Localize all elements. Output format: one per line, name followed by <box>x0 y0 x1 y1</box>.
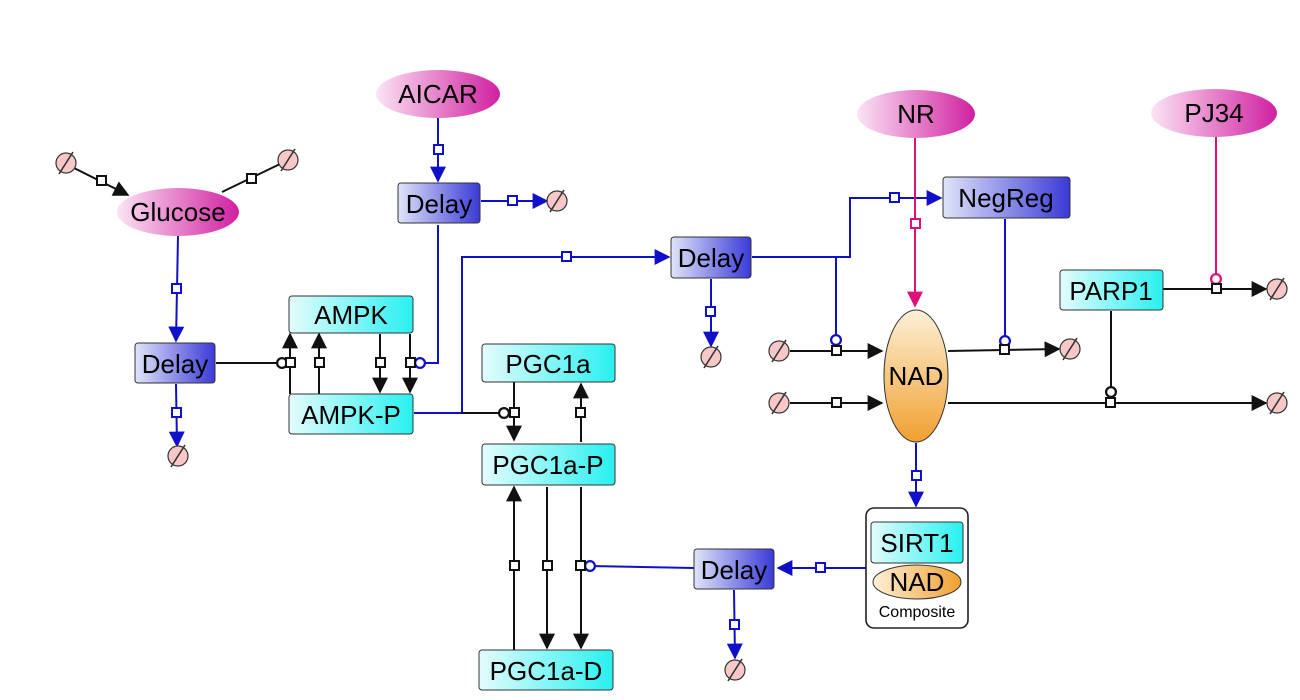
reaction-square <box>433 144 444 155</box>
reaction-square <box>575 407 586 418</box>
reaction-square <box>815 562 826 573</box>
reaction-square <box>831 397 842 408</box>
composite-nad-ellipse <box>872 564 962 600</box>
node-pgc1a-p[interactable]: PGC1a-P <box>481 443 616 486</box>
node-pgc1a[interactable]: PGC1a <box>481 343 616 383</box>
reaction-square <box>405 357 416 368</box>
node-pgc1a-d-label: PGC1a-D <box>490 656 603 686</box>
edges <box>69 118 1268 660</box>
reaction-square <box>509 407 520 418</box>
empty-set-icon <box>1059 337 1081 361</box>
empty-set-icon <box>55 151 77 175</box>
node-ampk-p[interactable]: AMPK-P <box>288 393 414 435</box>
empty-set-icon <box>277 148 299 172</box>
node-delay-label: Delay <box>701 555 767 585</box>
node-ampk[interactable]: AMPK <box>288 295 414 334</box>
reaction-square <box>575 560 586 571</box>
reaction-square <box>911 470 922 481</box>
node-pj34[interactable]: PJ34 <box>1151 89 1277 137</box>
node-delay-2[interactable]: Delay <box>397 182 481 224</box>
node-pj34-label: PJ34 <box>1184 98 1243 128</box>
empty-set-icon <box>724 658 746 682</box>
node-delay-4[interactable]: Delay <box>693 548 775 590</box>
node-delay-label: Delay <box>678 243 744 273</box>
node-delay-label: Delay <box>406 189 472 219</box>
empty-set-icon <box>1266 277 1288 301</box>
node-delay-1[interactable]: Delay <box>134 342 216 384</box>
node-ampk-p-label: AMPK-P <box>301 400 401 430</box>
edge-ampkp-to-delay <box>414 249 671 414</box>
reaction-square <box>507 195 518 206</box>
node-parp1[interactable]: PARP1 <box>1059 269 1164 311</box>
node-glucose-label: Glucose <box>130 197 225 227</box>
reaction-square <box>999 344 1010 355</box>
reaction-square <box>314 357 325 368</box>
empty-sets <box>55 148 1288 682</box>
node-delay-3[interactable]: Delay <box>670 236 752 279</box>
node-pgc1a-d[interactable]: PGC1a-D <box>478 649 614 691</box>
node-ampk-label: AMPK <box>314 300 388 330</box>
reaction-square <box>889 192 900 203</box>
composite-sirt1-label: SIRT1 <box>880 528 953 558</box>
composite-sirt1-box <box>870 521 964 564</box>
empty-set-icon <box>768 391 790 415</box>
reaction-nodes <box>96 144 1222 630</box>
node-nad-label: NAD <box>889 361 944 391</box>
reaction-square <box>729 619 740 630</box>
reaction-square <box>171 283 182 294</box>
reaction-square <box>96 175 107 186</box>
node-pgc1a-label: PGC1a <box>505 349 591 379</box>
node-pgc1a-p-label: PGC1a-P <box>492 450 603 480</box>
node-aicar-label: AICAR <box>398 79 477 109</box>
edge-delay-modifies-ampk-2 <box>413 225 439 370</box>
node-composite[interactable]: SIRT1 NAD Composite <box>865 507 969 629</box>
node-negreg-label: NegReg <box>958 183 1053 213</box>
node-negreg[interactable]: NegReg <box>942 176 1071 219</box>
reaction-square <box>509 560 520 571</box>
node-delay-label: Delay <box>142 349 208 379</box>
node-nad[interactable]: NAD <box>883 309 949 443</box>
empty-set-icon <box>1266 391 1288 415</box>
reaction-square <box>375 357 386 368</box>
node-nr-label: NR <box>897 99 935 129</box>
edge-delay-modifies-nad <box>752 256 843 347</box>
reaction-square <box>542 560 553 571</box>
node-nr[interactable]: NR <box>857 90 975 138</box>
reaction-square <box>171 407 182 418</box>
node-parp1-label: PARP1 <box>1069 276 1152 306</box>
reaction-square <box>1105 397 1116 408</box>
reaction-square <box>246 173 257 184</box>
empty-set-icon <box>768 339 790 363</box>
node-glucose[interactable]: Glucose <box>117 188 239 236</box>
reaction-square <box>910 218 921 229</box>
node-aicar[interactable]: AICAR <box>376 70 500 118</box>
edge-delay-modifies-pgc1a <box>583 559 695 573</box>
reaction-square <box>831 345 842 356</box>
composite-caption: Composite <box>879 604 956 621</box>
reaction-square <box>561 251 572 262</box>
empty-set-icon <box>546 189 568 213</box>
reaction-square <box>705 306 716 317</box>
reaction-square <box>285 357 296 368</box>
reaction-square <box>1211 283 1222 294</box>
empty-set-icon <box>700 345 722 369</box>
composite-nad-label: NAD <box>890 567 945 597</box>
empty-set-icon <box>167 444 189 468</box>
